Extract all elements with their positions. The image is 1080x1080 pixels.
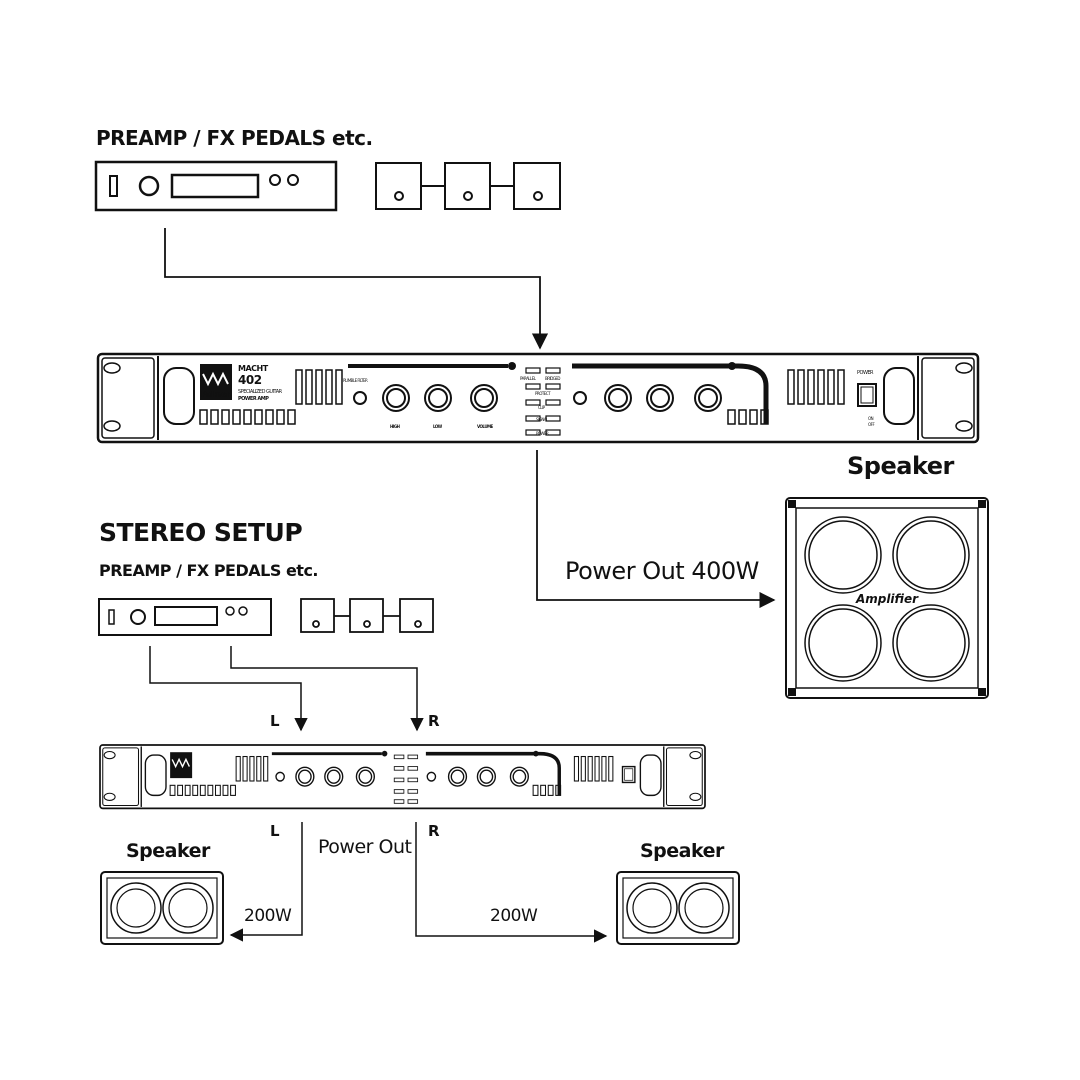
amp-mode-parallel: PARALLEL [520,376,536,381]
watts-left-label: 200W [244,906,292,926]
fx-pedals-top [375,162,561,210]
input-cable-top [164,228,549,350]
amp-model-line2: 402 [238,373,262,387]
amp-knob-volume: VOLUME [477,424,493,429]
input-left-label: L [270,712,280,730]
amp-rumble-filter: RUMBLE FILTER [343,378,368,383]
amp-mode-bridged: BRIDGED [545,376,561,381]
power-amp-top [98,354,978,442]
input-right-label: R [428,712,440,730]
watts-right-label: 200W [490,906,538,926]
heading-stereo-setup: STEREO SETUP [99,518,303,547]
amp-status-power: POWER [536,431,549,436]
cabinet-brand: Amplifier [855,592,919,606]
amp-model-line1: MACHT [238,364,268,373]
input-cable-right [230,646,424,732]
output-cable-right [415,822,608,943]
speaker-label-left: Speaker [126,840,210,862]
speaker-label-right: Speaker [640,840,724,862]
amp-power-switch-label: POWER [857,370,874,376]
speaker-cabinet-right [616,871,740,945]
amp-status-clip: CLIP [538,405,545,410]
heading-preamp-top: PREAMP / FX PEDALS etc. [96,126,373,150]
fx-pedals-stereo [300,598,434,633]
output-left-label: L [270,822,280,840]
amp-knob-low: LOW [433,424,442,429]
amp-subtitle2: SPECIALIZED GUITAR [238,389,282,395]
speaker-label-top: Speaker [847,452,954,480]
power-out-label-top: Power Out 400W [565,557,759,585]
amp-off-label: OFF [868,422,875,427]
amp-knob-high: HIGH [390,424,400,429]
amp-status-protect: PROTECT [535,391,551,396]
amp-brand: Palmer [201,390,230,399]
power-out-label-stereo: Power Out [318,836,412,858]
preamp-unit-stereo [98,598,272,636]
output-cable-top [536,450,776,609]
amp-on-label: ON [868,416,874,421]
input-cable-left [149,646,308,732]
amp-status-signal: SIGNAL [536,417,548,422]
speaker-cabinet-left [100,871,224,945]
subheading-preamp-stereo: PREAMP / FX PEDALS etc. [99,561,319,580]
power-amp-stereo [98,743,707,811]
output-right-label: R [428,822,440,840]
output-cable-left [229,822,303,942]
preamp-unit-top [94,160,338,212]
speaker-cabinet-4x12: Amplifier [785,497,989,699]
amp-subtitle: POWER AMP [238,396,269,402]
